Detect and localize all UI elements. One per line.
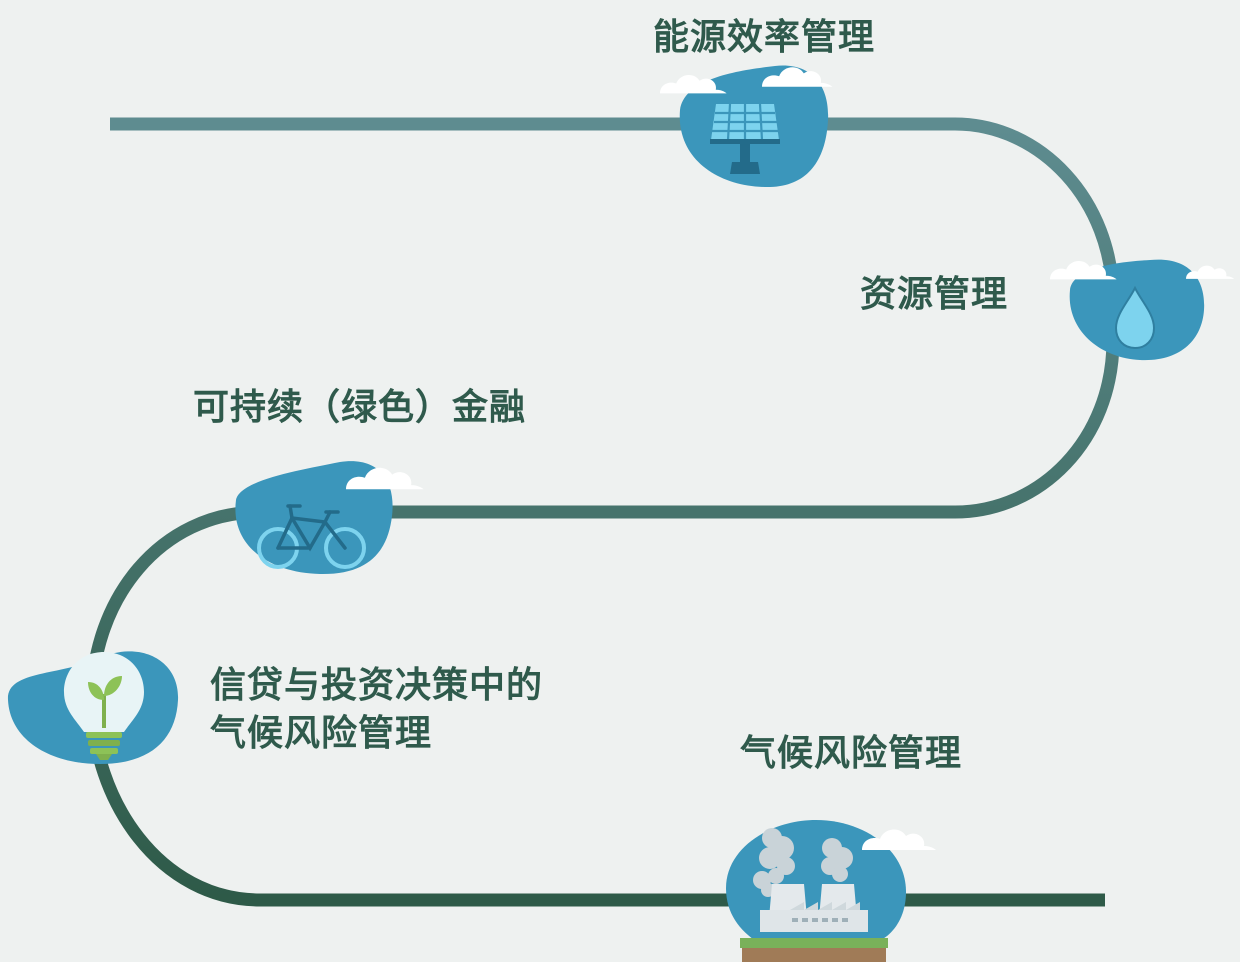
roadmap-path <box>85 117 1120 907</box>
step-label-credit-line1: 信贷与投资决策中的 <box>210 665 544 706</box>
sustainable-finance-node <box>235 461 424 575</box>
credit-risk-node <box>7 651 179 764</box>
energy-efficiency-node <box>660 65 833 188</box>
factory-icon <box>740 828 888 962</box>
lightbulb-sprout-icon <box>64 652 144 760</box>
step-label-climate-risk: 气候风险管理 <box>740 733 963 774</box>
solar-panel-icon <box>710 103 780 174</box>
step-label-energy-efficiency: 能源效率管理 <box>653 17 876 58</box>
finance-blob <box>235 461 393 575</box>
resource-node <box>1050 259 1235 361</box>
step-label-resource-management: 资源管理 <box>860 274 1009 315</box>
step-label-credit-line2: 气候风险管理 <box>210 713 433 754</box>
step-label-credit-climate-risk: 信贷与投资决策中的 气候风险管理 <box>210 662 543 758</box>
step-label-sustainable-finance: 可持续（绿色）金融 <box>193 387 527 428</box>
climate-risk-node <box>726 820 936 962</box>
water-drop-icon <box>1114 285 1156 350</box>
